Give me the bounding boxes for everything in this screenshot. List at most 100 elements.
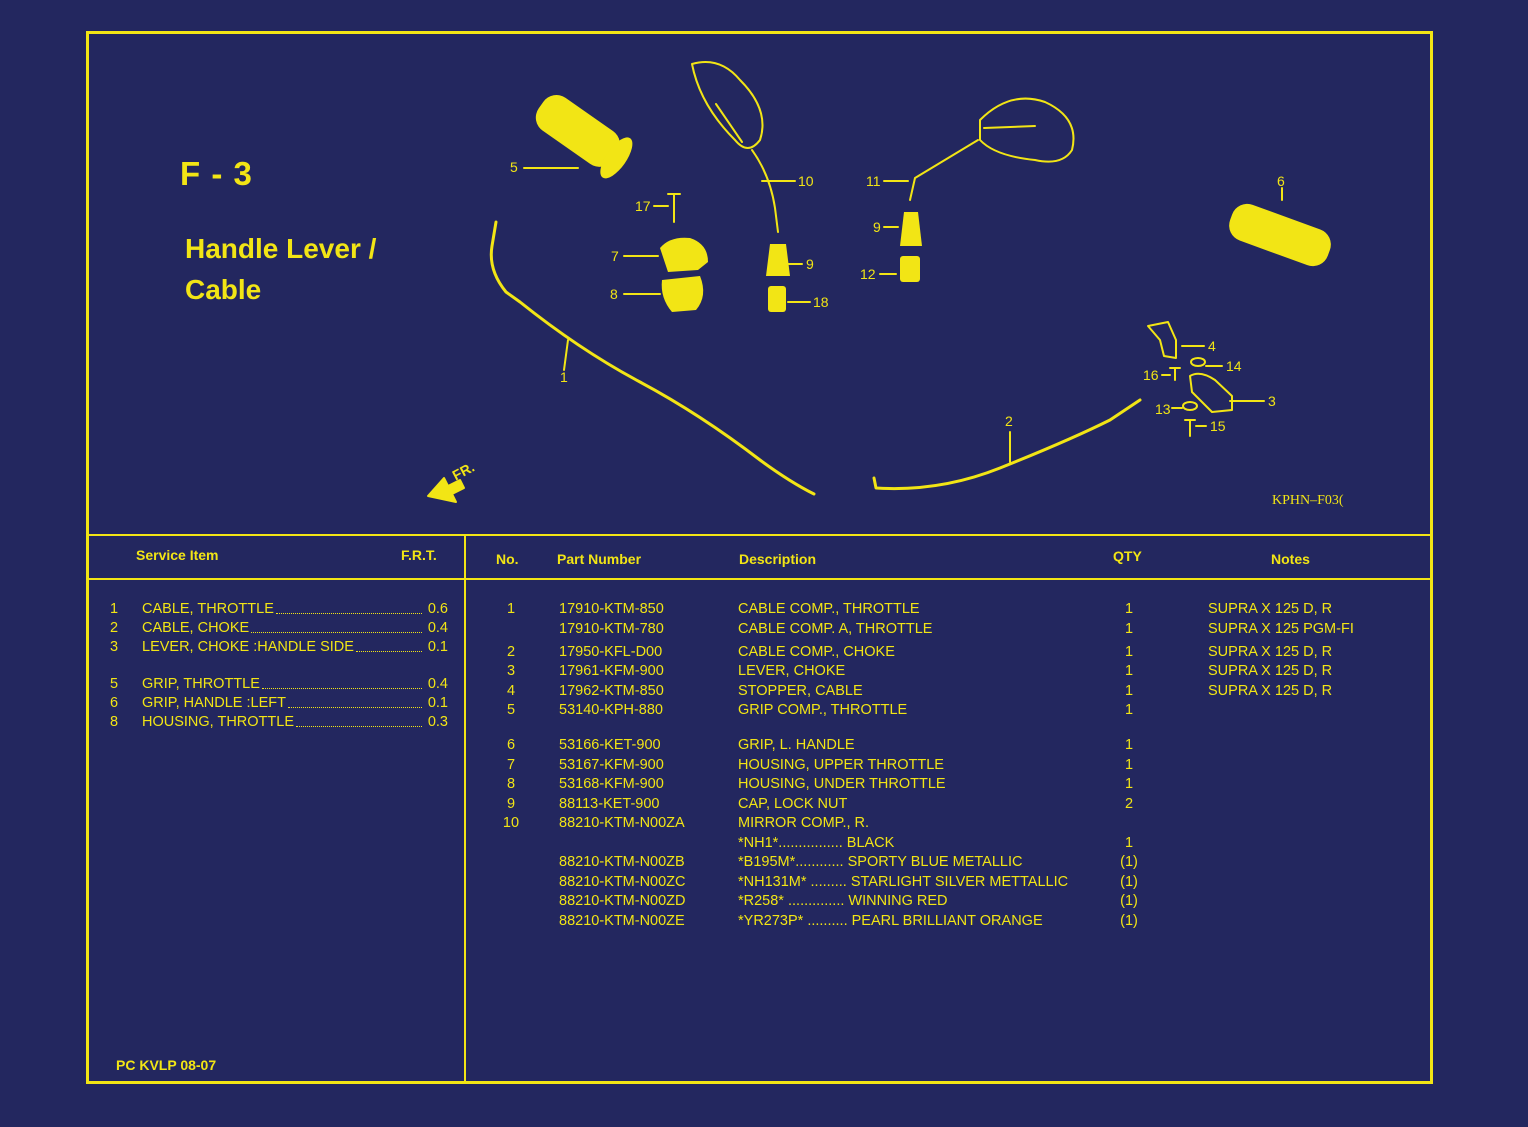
notes-header: Notes — [1271, 551, 1310, 567]
leader-dots — [251, 619, 422, 633]
callout-18: 18 — [813, 294, 829, 310]
part-row-notes: SUPRA X 125 D, R — [1208, 644, 1333, 660]
leader-dots — [296, 713, 422, 727]
part-row-qty: 1 — [1124, 683, 1134, 699]
service-row: 2 CABLE, CHOKE 0.4 — [110, 619, 448, 638]
part-number-header: Part Number — [557, 551, 642, 567]
service-no: 6 — [110, 695, 119, 711]
service-name: HOUSING, THROTTLE — [142, 714, 294, 730]
figure-code: KPHN–F03( — [1272, 493, 1344, 508]
service-row: 5 GRIP, THROTTLE 0.4 — [110, 675, 448, 694]
divider-vertical — [464, 535, 466, 1083]
callout-13: 13 — [1155, 401, 1171, 417]
part-row-no: 1 — [506, 601, 516, 617]
choke-cable — [872, 398, 1142, 491]
frt-header: F.R.T. — [401, 547, 437, 563]
divider-header-bottom — [88, 578, 1432, 580]
part-row-description: *R258* .............. WINNING RED — [738, 893, 948, 909]
callout-4: 4 — [1208, 338, 1216, 354]
leader-dots — [287, 694, 422, 708]
part-row-no: 4 — [506, 683, 516, 699]
leader-dots — [355, 638, 422, 652]
part-row-number: 88210-KTM-N00ZB — [559, 854, 685, 870]
callout-9-right: 9 — [873, 219, 881, 235]
lock-nut-cap-left — [766, 244, 790, 276]
callout-3: 3 — [1268, 393, 1276, 409]
service-no: 3 — [110, 639, 119, 655]
part-row-description: CABLE COMP. A, THROTTLE — [738, 621, 933, 637]
description-header: Description — [739, 551, 817, 567]
part-row-description: *NH1*................ BLACK — [738, 835, 895, 851]
service-frt: 0.4 — [427, 620, 448, 636]
part-row-qty: 1 — [1124, 776, 1134, 792]
cable-stopper — [1147, 321, 1177, 359]
callout-6: 6 — [1277, 173, 1285, 189]
part-row-number: 88210-KTM-N00ZD — [559, 893, 686, 909]
callout-10: 10 — [798, 173, 814, 189]
part-row-description: *B195M*............ SPORTY BLUE METALLIC — [738, 854, 1023, 870]
service-name: CABLE, THROTTLE — [142, 601, 274, 617]
part-row-number: 53140-KPH-880 — [559, 702, 663, 718]
part-row-qty: 1 — [1124, 737, 1134, 753]
part-row-qty: 1 — [1124, 757, 1134, 773]
section-code: F - 3 — [180, 155, 253, 192]
part-row-description: *NH131M* ......... STARLIGHT SILVER METT… — [738, 874, 1069, 890]
part-row-qty: 1 — [1124, 702, 1134, 718]
part-row-no: 5 — [506, 702, 516, 718]
leader-dots — [275, 600, 422, 614]
part-row-description: CABLE COMP., CHOKE — [738, 644, 895, 660]
part-row-qty: (1) — [1120, 913, 1138, 929]
part-row-description: MIRROR COMP., R. — [738, 815, 870, 831]
collar-12 — [900, 256, 920, 282]
part-row-number: 88210-KTM-N00ZC — [559, 874, 686, 890]
part-row-description: *YR273P* .......... PEARL BRILLIANT ORAN… — [738, 913, 1043, 929]
service-frt: 0.1 — [427, 695, 448, 711]
service-no: 5 — [110, 676, 119, 692]
service-name: LEVER, CHOKE :HANDLE SIDE — [142, 639, 354, 655]
left-grip — [1229, 203, 1331, 267]
callout-7: 7 — [611, 248, 619, 264]
part-row-number: 88113-KET-900 — [559, 796, 660, 812]
footer-code: PC KVLP 08-07 — [116, 1057, 217, 1073]
callout-8: 8 — [610, 286, 618, 302]
service-name: CABLE, CHOKE — [142, 620, 250, 636]
qty-header: QTY — [1113, 548, 1142, 564]
service-name: GRIP, THROTTLE — [142, 676, 260, 692]
part-row-number: 88210-KTM-N00ZA — [559, 815, 685, 831]
part-row-number: 17962-KTM-850 — [559, 683, 664, 699]
service-no: 8 — [110, 714, 119, 730]
throttle-grip — [535, 94, 633, 179]
part-row-no: 9 — [506, 796, 516, 812]
service-row: 1 CABLE, THROTTLE 0.6 — [110, 600, 448, 619]
part-row-notes: SUPRA X 125 PGM-FI — [1208, 621, 1354, 637]
part-row-number: 53167-KFM-900 — [559, 757, 664, 773]
part-row-number: 17950-KFL-D00 — [559, 644, 663, 660]
callout-9-left: 9 — [806, 256, 814, 272]
service-item-header: Service Item — [136, 547, 219, 563]
left-mirror — [691, 61, 764, 149]
part-row-description: HOUSING, UNDER THROTTLE — [738, 776, 946, 792]
callout-2: 2 — [1005, 413, 1013, 429]
part-row-qty: 1 — [1124, 663, 1134, 679]
callout-12: 12 — [860, 266, 876, 282]
part-row-description: HOUSING, UPPER THROTTLE — [738, 757, 944, 773]
page-frame — [86, 31, 1433, 1084]
part-row-number: 53166-KET-900 — [559, 737, 661, 753]
callout-16: 16 — [1143, 367, 1159, 383]
part-row-no: 3 — [506, 663, 516, 679]
part-row-no: 10 — [502, 815, 520, 831]
leader-dots — [261, 675, 422, 689]
part-row-notes: SUPRA X 125 D, R — [1208, 683, 1333, 699]
part-row-qty: 1 — [1124, 644, 1134, 660]
right-mirror — [979, 97, 1075, 163]
throttle-cable — [489, 220, 816, 496]
part-row-qty: 1 — [1124, 835, 1134, 851]
part-row-number: 17910-KTM-780 — [559, 621, 664, 637]
part-row-description: CABLE COMP., THROTTLE — [738, 601, 920, 617]
service-row: 8 HOUSING, THROTTLE 0.3 — [110, 713, 448, 732]
part-row-number: 17910-KTM-850 — [559, 601, 664, 617]
part-row-no: 8 — [506, 776, 516, 792]
part-row-description: LEVER, CHOKE — [738, 663, 846, 679]
section-title: Handle Lever / Cable — [185, 233, 377, 305]
